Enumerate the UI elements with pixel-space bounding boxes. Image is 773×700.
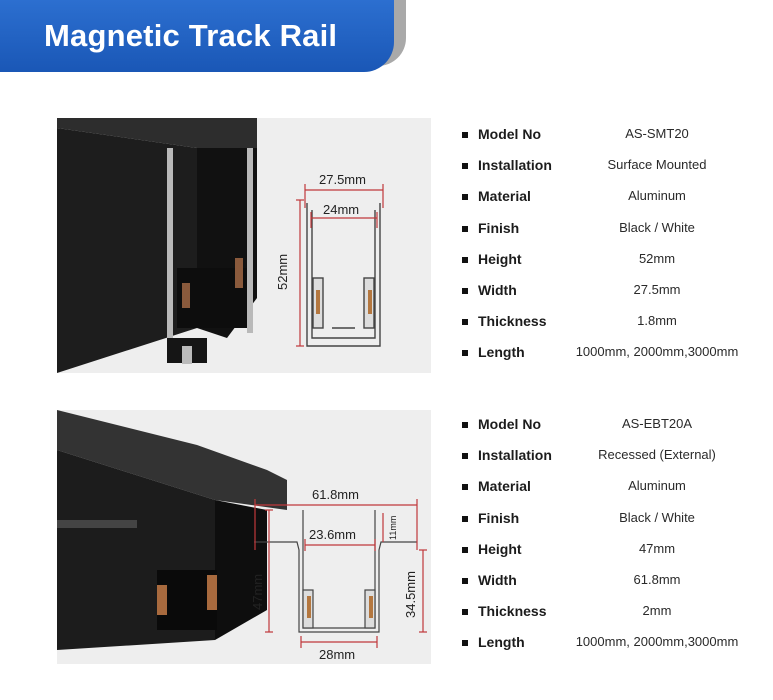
title-banner: Magnetic Track Rail [0, 0, 394, 72]
spec-label: Model No [478, 126, 541, 142]
spec-value: 47mm [638, 540, 676, 556]
bullet-icon [462, 287, 468, 294]
product-2-drawing: 61.8mm 23.6mm 11mm 47mm 34.5mm 28mm [57, 410, 427, 662]
spec-row: Finish Black / White [462, 220, 752, 251]
bullet-icon [462, 194, 468, 201]
spec-value: AS-EBT20A [621, 416, 693, 431]
spec-value: AS-SMT20 [625, 126, 689, 141]
bullet-icon [462, 484, 468, 491]
spec-value: 2mm [642, 603, 672, 619]
spec-label: Finish [478, 509, 520, 526]
spec-row: Model No AS-SMT20 [462, 126, 752, 157]
spec-label: Thickness [478, 313, 547, 330]
product-1-drawing: 27.5mm 24mm 52mm [57, 118, 384, 373]
spec-row: Material Aluminum [462, 478, 752, 509]
spec-row: Installation Recessed (External) [462, 447, 752, 478]
bullet-icon [462, 350, 468, 357]
spec-row: Model No AS-EBT20A [462, 416, 752, 447]
bullet-icon [462, 577, 468, 584]
spec-row: Thickness 2mm [462, 603, 752, 634]
dim-inner-width: 24mm [323, 202, 359, 217]
bullet-icon [462, 225, 468, 232]
spec-label: Installation [478, 447, 552, 464]
spec-label: Height [478, 250, 522, 267]
product-2-specs: Model No AS-EBT20A Installation Recessed (… [462, 416, 752, 666]
spec-row: Length 1000mm, 2000mm,3000mm [462, 344, 752, 375]
spec-label: Width [478, 571, 517, 588]
dim-body-height: 34.5mm [403, 571, 418, 618]
spec-label: Material [478, 188, 531, 205]
spec-row: Width 27.5mm [462, 282, 752, 313]
dim-flange-height: 11mm [388, 516, 398, 540]
product-2-image: 61.8mm 23.6mm 11mm 47mm 34.5mm 28mm [57, 410, 431, 664]
bullet-icon [462, 256, 468, 263]
spec-value: Aluminum [628, 188, 686, 204]
spec-row: Finish Black / White [462, 510, 752, 541]
spec-value: Aluminum [628, 478, 686, 494]
bullet-icon [462, 319, 468, 326]
spec-row: Width 61.8mm [462, 572, 752, 603]
spec-row: Length 1000mm, 2000mm,3000mm [462, 634, 752, 665]
bullet-icon [462, 609, 468, 616]
spec-label: Length [478, 344, 525, 361]
bullet-icon [462, 640, 468, 647]
spec-row: Material Aluminum [462, 188, 752, 219]
spec-row: Height 47mm [462, 541, 752, 572]
bullet-icon [462, 422, 468, 428]
spec-label: Height [478, 540, 522, 557]
product-1-image: 27.5mm 24mm 52mm [57, 118, 431, 373]
spec-value: 1.8mm [637, 313, 677, 329]
spec-value: Surface Mounted [607, 157, 707, 173]
bullet-icon [462, 163, 468, 170]
bullet-icon [462, 453, 468, 460]
spec-value: 1000mm, 2000mm,3000mm [575, 634, 739, 650]
spec-label: Finish [478, 219, 520, 236]
bullet-icon [462, 515, 468, 522]
spec-label: Thickness [478, 603, 547, 620]
bullet-icon [462, 132, 468, 138]
dim-flange-width: 61.8mm [312, 487, 359, 502]
product-1-specs: Model No AS-SMT20 Installation Surface Mou… [462, 126, 752, 376]
spec-row: Height 52mm [462, 251, 752, 282]
spec-value: 1000mm, 2000mm,3000mm [575, 344, 739, 360]
dim-height-2: 47mm [250, 574, 265, 610]
spec-label: Model No [478, 416, 541, 432]
spec-label: Length [478, 634, 525, 651]
spec-row: Installation Surface Mounted [462, 157, 752, 188]
spec-value: Recessed (External) [598, 447, 716, 463]
dim-inner-width-2: 23.6mm [309, 527, 356, 542]
spec-row: Thickness 1.8mm [462, 313, 752, 344]
spec-value: 52mm [638, 250, 676, 266]
page-title: Magnetic Track Rail [44, 18, 338, 53]
spec-value: Black / White [619, 219, 695, 235]
spec-value: 61.8mm [633, 571, 681, 587]
dim-height: 52mm [275, 254, 290, 290]
spec-value: Black / White [619, 509, 695, 525]
spec-label: Material [478, 478, 531, 495]
dim-bottom-width: 28mm [319, 647, 355, 662]
spec-value: 27.5mm [633, 281, 681, 297]
bullet-icon [462, 546, 468, 553]
dim-outer-width: 27.5mm [319, 172, 366, 187]
spec-label: Installation [478, 157, 552, 174]
spec-label: Width [478, 281, 517, 298]
